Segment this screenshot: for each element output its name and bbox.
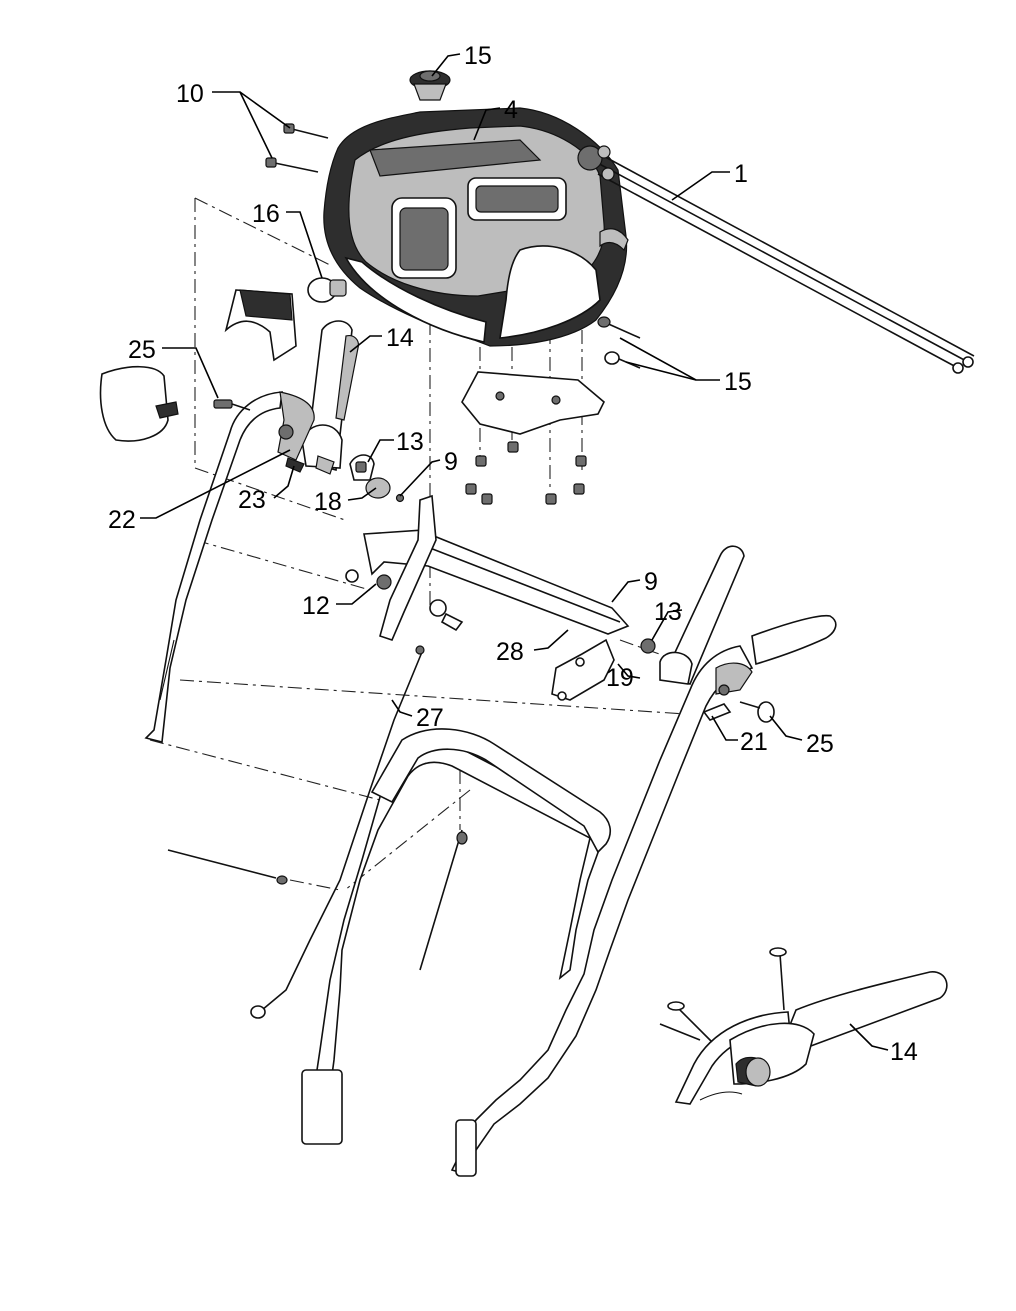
- tie-straps: [167, 829, 468, 971]
- label-part-14-detail: 14: [890, 1038, 918, 1066]
- screws-part-15: [597, 316, 641, 369]
- grip-part-14-right: [640, 545, 745, 685]
- label-part-13-left: 13: [396, 428, 424, 456]
- dash-panel-console: [323, 107, 629, 347]
- detail-view-handle: [659, 947, 948, 1105]
- small-parts-left: [213, 399, 335, 475]
- label-part-10: 10: [176, 80, 204, 108]
- label-part-1: 1: [734, 160, 748, 188]
- label-part-14-left: 14: [386, 324, 414, 352]
- grip-part-14-left: [301, 320, 359, 472]
- label-part-25-right: 25: [806, 730, 834, 758]
- knob-part-15: [409, 70, 451, 101]
- label-part-28: 28: [496, 638, 524, 666]
- label-part-13-right: 13: [654, 598, 682, 626]
- shift-rod-part-28: [345, 494, 630, 701]
- light-cover: [99, 289, 297, 442]
- handle-left: [144, 391, 315, 743]
- small-parts-center: [349, 454, 405, 503]
- label-part-18: 18: [314, 488, 342, 516]
- label-part-4: 4: [504, 96, 518, 124]
- control-cables-part-1: [577, 145, 975, 374]
- label-part-15-knob: 15: [464, 42, 492, 70]
- handle-right: [450, 614, 837, 1175]
- part-labels: 15 4 10 1 16 14 25 15 13 9 23 18 22 12 9…: [108, 42, 918, 1066]
- label-part-22: 22: [108, 506, 136, 534]
- mounting-bracket: [461, 371, 605, 505]
- cable-part-27: [250, 645, 425, 1019]
- label-part-16: 16: [252, 200, 280, 228]
- label-part-23: 23: [238, 486, 266, 514]
- label-part-9-left: 9: [444, 448, 458, 476]
- lower-handle-frame: [301, 728, 612, 1177]
- label-part-15-screws: 15: [724, 368, 752, 396]
- bulb-part-16: [307, 277, 347, 303]
- label-part-25-left: 25: [128, 336, 156, 364]
- leader-lines: [140, 53, 889, 1051]
- screws-part-10: [265, 123, 329, 173]
- label-part-12: 12: [302, 592, 330, 620]
- label-part-21: 21: [740, 728, 768, 756]
- label-part-27: 27: [416, 704, 444, 732]
- label-part-9-right: 9: [644, 568, 658, 596]
- label-part-19: 19: [606, 664, 634, 692]
